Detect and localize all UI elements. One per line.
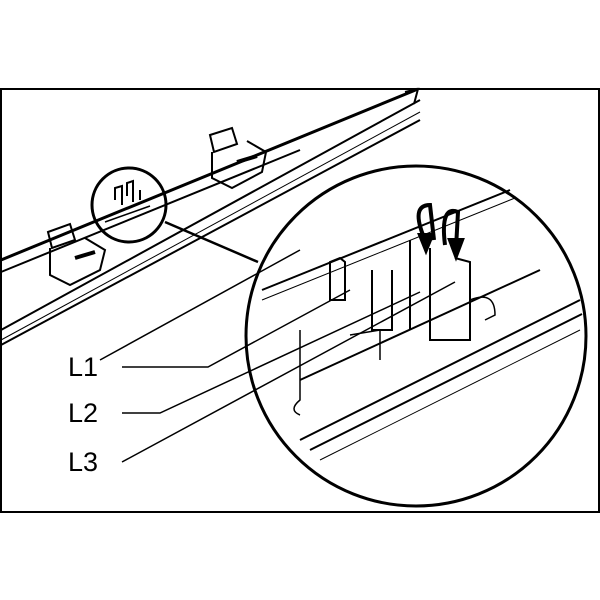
label-l1: L1 — [68, 352, 99, 382]
label-l2: L2 — [68, 398, 99, 428]
connector-line — [164, 220, 259, 264]
label-l3: L3 — [68, 447, 99, 477]
leader-line-l3 — [121, 281, 456, 463]
frame — [0, 88, 600, 513]
rotation-arrows-icon — [416, 202, 465, 262]
clip-left — [46, 222, 107, 287]
leader-line-l2 — [122, 291, 421, 414]
clip-right — [208, 126, 268, 190]
leader-line-l1 — [122, 289, 351, 368]
detail-circle-large — [244, 164, 588, 508]
luminaire-rail — [0, 87, 421, 361]
detail-circle-small — [90, 166, 168, 244]
